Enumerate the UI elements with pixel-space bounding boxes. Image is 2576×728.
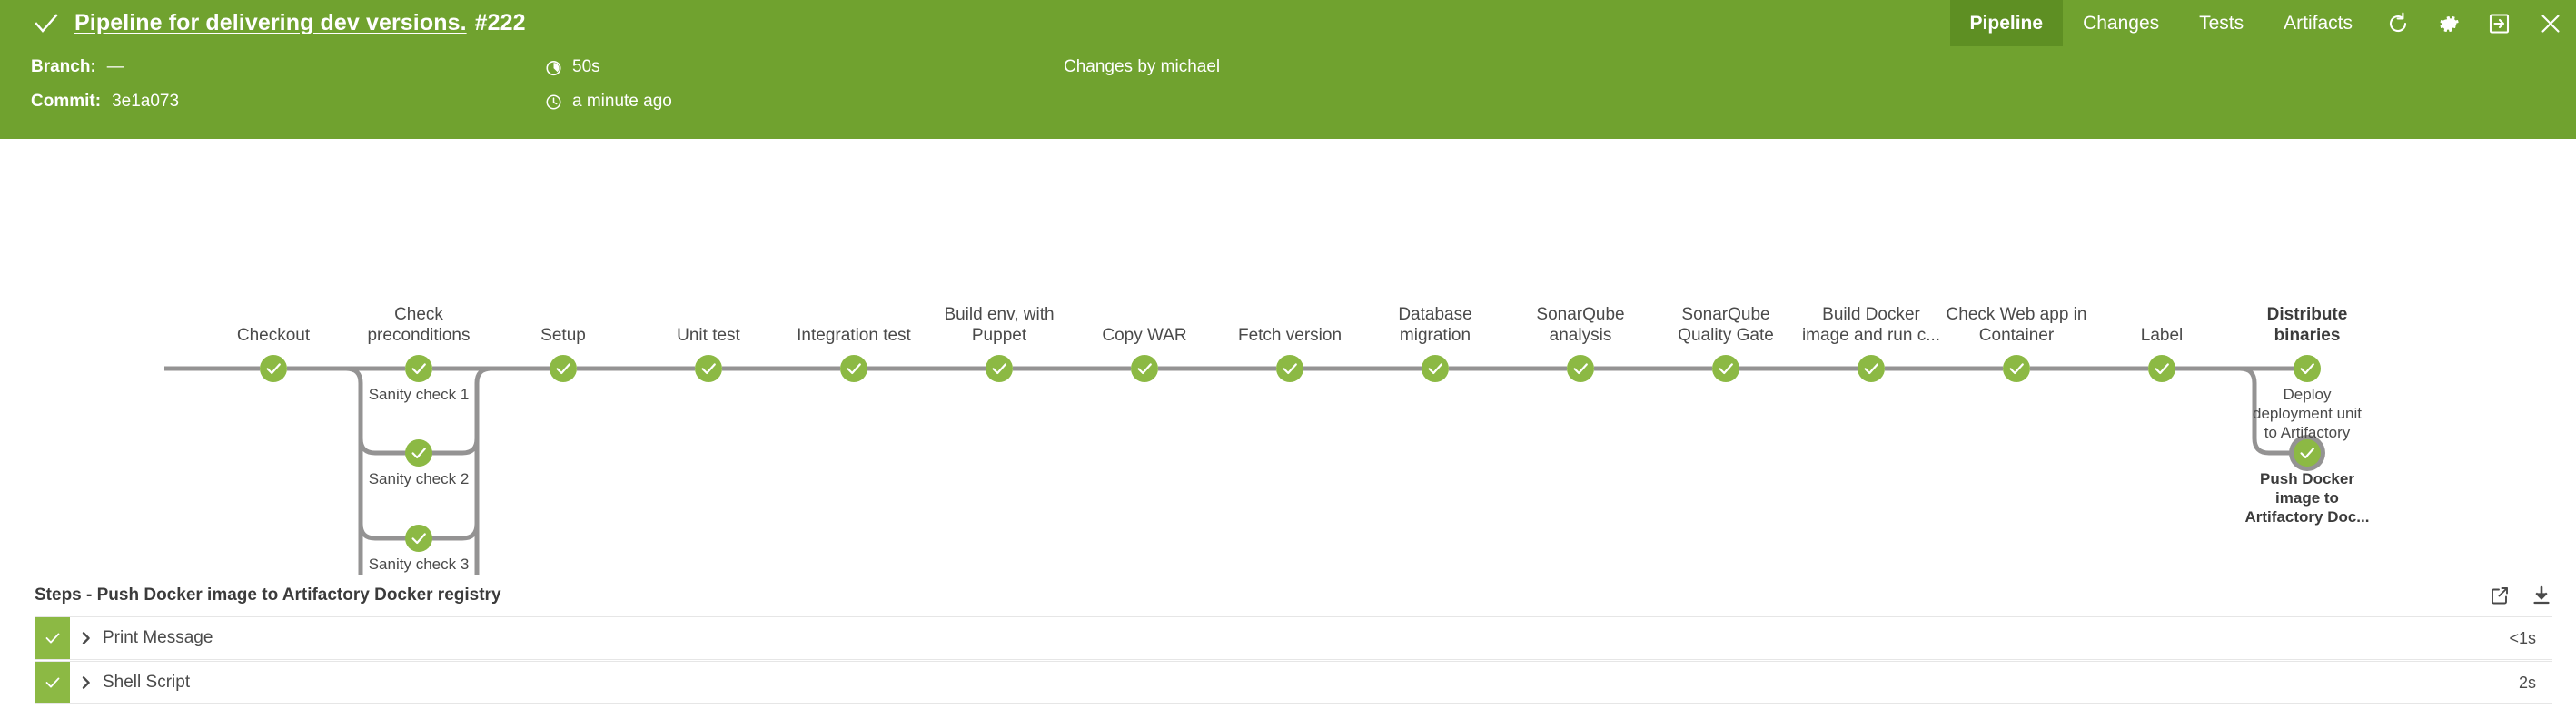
stage-node-5[interactable]	[986, 355, 1013, 382]
branch-label-0-1[interactable]: Sanity check 2	[368, 470, 470, 487]
stage-node-11[interactable]	[1858, 355, 1885, 382]
rerun-icon	[2385, 11, 2411, 36]
meta-timestamp: a minute ago	[545, 92, 672, 112]
run-number: #222	[474, 10, 526, 35]
meta-timestamp-value: a minute ago	[572, 92, 672, 111]
branch-label-0-2[interactable]: Sanity check 3	[368, 556, 470, 573]
step-row[interactable]: Shell Script 2s	[35, 661, 2552, 704]
clock-icon	[545, 93, 562, 111]
chevron-right-icon[interactable]	[70, 617, 103, 659]
download-icon[interactable]	[2531, 585, 2552, 606]
branch-node-0-2[interactable]	[405, 525, 432, 552]
rerun-button[interactable]	[2373, 0, 2423, 46]
stage-node-4[interactable]	[840, 355, 867, 382]
gear-icon	[2437, 12, 2461, 35]
stage-label-9[interactable]: SonarQube analysis	[1536, 305, 1625, 345]
run-title[interactable]: Pipeline for delivering dev versions. #2…	[74, 10, 526, 36]
run-header: Pipeline for delivering dev versions. #2…	[0, 0, 2576, 139]
run-header-top-bar: Pipeline for delivering dev versions. #2…	[0, 0, 2576, 46]
stage-node-2[interactable]	[550, 355, 577, 382]
tab-pipeline[interactable]: Pipeline	[1949, 0, 2064, 46]
stage-node-8[interactable]	[1422, 355, 1449, 382]
tab-pipeline-label: Pipeline	[1969, 12, 2044, 34]
close-icon	[2539, 12, 2562, 35]
stage-node-1[interactable]	[405, 355, 432, 382]
step-name: Shell Script	[103, 673, 191, 692]
stage-label-2[interactable]: Setup	[540, 326, 586, 345]
tab-tests[interactable]: Tests	[2179, 0, 2264, 46]
chevron-right-icon[interactable]	[70, 662, 103, 703]
stage-label-6[interactable]: Copy WAR	[1102, 326, 1187, 345]
stage-label-4[interactable]: Integration test	[797, 326, 911, 345]
tab-tests-label: Tests	[2199, 12, 2244, 34]
meta-commit-value[interactable]: 3e1a073	[112, 92, 180, 111]
stage-label-14[interactable]: Distribute binaries	[2266, 305, 2348, 345]
meta-branch: Branch: —	[31, 57, 124, 77]
meta-branch-label: Branch:	[31, 57, 96, 76]
step-row[interactable]: Print Message <1s	[35, 616, 2552, 660]
meta-commit-label: Commit:	[31, 92, 102, 111]
pipeline-graph-svg	[164, 355, 2325, 575]
stage-node-14[interactable]	[2294, 355, 2321, 382]
open-external-icon[interactable]	[2489, 585, 2511, 606]
meta-changes-by-value: Changes by michael	[1064, 57, 1221, 76]
run-status-check-icon	[31, 8, 62, 39]
step-name: Print Message	[103, 628, 213, 647]
steps-title: Steps - Push Docker image to Artifactory…	[35, 585, 501, 605]
stage-label-11[interactable]: Build Docker image and run c...	[1801, 305, 1941, 345]
stage-label-1[interactable]: Check preconditions	[367, 305, 471, 345]
step-status-check-icon	[35, 662, 70, 703]
tab-artifacts-label: Artifacts	[2284, 12, 2353, 34]
steps-header-actions	[2489, 575, 2552, 616]
meta-branch-value: —	[106, 57, 124, 76]
meta-duration-value: 50s	[572, 57, 600, 76]
stage-node-3[interactable]	[695, 355, 722, 382]
stage-node-13[interactable]	[2148, 355, 2175, 382]
stage-label-13[interactable]: Label	[2140, 326, 2184, 345]
settings-button[interactable]	[2423, 0, 2474, 46]
branch-node-0-1[interactable]	[405, 439, 432, 467]
run-nav-tabs: Pipeline Changes Tests Artifacts	[1949, 0, 2576, 46]
branch-label-1-1[interactable]: Push Docker image to Artifactory Doc...	[2244, 470, 2370, 526]
tab-changes-label: Changes	[2083, 12, 2160, 34]
stage-node-10[interactable]	[1712, 355, 1739, 382]
stage-label-3[interactable]: Unit test	[677, 326, 740, 345]
step-status-check-icon	[35, 617, 70, 659]
meta-commit: Commit: 3e1a073	[31, 92, 179, 112]
stage-node-9[interactable]	[1567, 355, 1594, 382]
stage-label-10[interactable]: SonarQube Quality Gate	[1678, 305, 1774, 345]
branch-label-1-0[interactable]: Deploy deployment unit to Artifactory	[2252, 386, 2363, 441]
meta-duration: 50s	[545, 57, 600, 77]
close-button[interactable]	[2525, 0, 2576, 46]
stage-node-7[interactable]	[1276, 355, 1303, 382]
steps-section: Steps - Push Docker image to Artifactory…	[0, 575, 2576, 704]
stage-label-8[interactable]: Database migration	[1398, 305, 1472, 345]
meta-changes-by: Changes by michael	[1064, 57, 1220, 77]
steps-header: Steps - Push Docker image to Artifactory…	[0, 575, 2576, 616]
stage-label-12[interactable]: Check Web app in Container	[1946, 305, 2087, 345]
logs-icon	[2488, 12, 2512, 35]
tab-artifacts[interactable]: Artifacts	[2264, 0, 2373, 46]
stage-label-7[interactable]: Fetch version	[1237, 326, 1342, 345]
stage-label-5[interactable]: Build env, with Puppet	[944, 305, 1055, 345]
stage-node-0[interactable]	[260, 355, 287, 382]
step-duration: <1s	[2509, 628, 2536, 647]
stopwatch-icon	[545, 59, 562, 76]
logs-button[interactable]	[2474, 0, 2525, 46]
stage-node-12[interactable]	[2003, 355, 2030, 382]
step-duration: 2s	[2518, 673, 2536, 692]
branch-node-1-1[interactable]	[2289, 435, 2325, 471]
stage-node-6[interactable]	[1131, 355, 1158, 382]
run-meta: Branch: — Commit: 3e1a073 50s	[0, 46, 2576, 139]
pipeline-name-link[interactable]: Pipeline for delivering dev versions.	[74, 10, 467, 35]
tab-changes[interactable]: Changes	[2063, 0, 2179, 46]
stage-label-0[interactable]: Checkout	[236, 326, 311, 345]
branch-label-0-0[interactable]: Sanity check 1	[368, 386, 470, 403]
